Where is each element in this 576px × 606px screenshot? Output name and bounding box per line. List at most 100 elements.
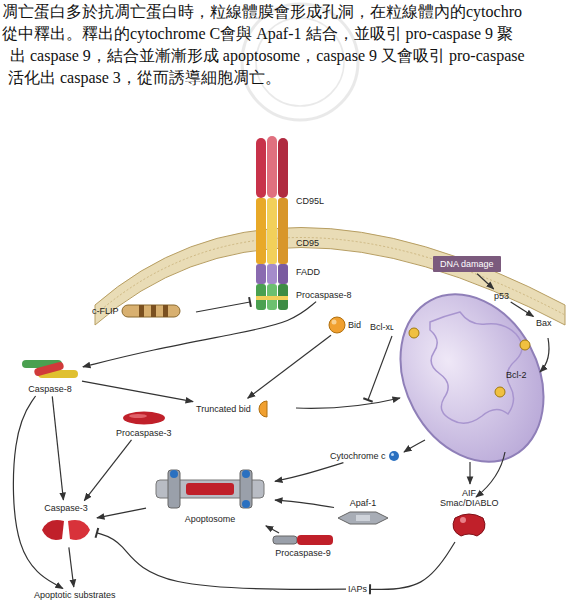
node-text: FADD [296, 267, 320, 277]
molecule-icon [121, 304, 181, 318]
cd95-receptor [256, 198, 266, 264]
inhibitor-label: IAPs [348, 584, 367, 594]
protein-label: AIF [462, 488, 476, 498]
icon-part [242, 500, 250, 508]
activation-arrow [97, 508, 146, 518]
node-text: Bax [536, 318, 552, 328]
procaspase9-icon [272, 534, 334, 546]
icon-part [151, 305, 156, 317]
node-text: CD95 [296, 238, 319, 248]
caspase-node: Procaspase-3 [116, 410, 172, 438]
icon-part [163, 305, 168, 317]
icon-part [168, 470, 180, 508]
molecule-icon [328, 316, 346, 334]
protein-label: Bax [536, 318, 552, 328]
bcl-proteins [409, 328, 530, 397]
icon-part [186, 483, 234, 495]
icon-part [240, 470, 252, 508]
icon-part [338, 512, 388, 524]
activation-arrow [84, 440, 131, 501]
node-text: Bcl-xʟ [370, 322, 394, 332]
activation-arrow [52, 396, 63, 500]
cd95-receptor [267, 136, 277, 198]
cytochrome-icon [388, 450, 400, 462]
bcl-proteins [520, 340, 530, 350]
node-text: Caspase-8 [28, 384, 72, 394]
activation-arrow [511, 302, 534, 317]
node-text: Cytochrome c [330, 451, 386, 461]
icon-part [139, 305, 144, 317]
protein-label: Smac/DIABLO [440, 498, 499, 540]
protein-label: Truncated bid [196, 400, 271, 418]
icon-part [42, 520, 64, 540]
pathway-arrows [368, 336, 392, 400]
inhibitor-label: c-FLIP [92, 304, 181, 318]
pathway-arrows [540, 338, 549, 372]
caspase3-icon [38, 515, 94, 545]
mitochondrion [372, 269, 571, 486]
activation-arrow [13, 396, 63, 589]
node-text: p53 [494, 291, 509, 301]
caspase8-icon [20, 356, 80, 382]
protein-label: Bcl-xʟ [370, 322, 394, 332]
pathway-arrows [296, 336, 549, 497]
icon-part [329, 317, 345, 333]
icon-part [129, 414, 147, 418]
pathway-arrows [404, 440, 425, 452]
node-text: Procaspase-8 [296, 290, 352, 300]
activation-arrow [248, 335, 331, 398]
icon-part [68, 520, 90, 540]
molecule-icon [388, 450, 400, 462]
output-label: Apoptotic substrates [34, 590, 116, 600]
icon-part [123, 412, 165, 425]
node-text: Bcl-2 [506, 370, 527, 380]
icon-part [332, 320, 337, 325]
node-text: CD95L [296, 196, 324, 206]
activation-arrow [266, 526, 279, 533]
cell-membrane [95, 238, 565, 316]
cd95-receptor [267, 264, 277, 284]
smac-icon [449, 510, 489, 540]
icon-part [356, 515, 370, 521]
cd95-receptor [256, 264, 266, 284]
cd95-receptor [278, 264, 288, 284]
bcl-proteins [409, 328, 419, 338]
node-text: Smac/DIABLO [440, 498, 499, 508]
node-text: Procaspase-3 [116, 428, 172, 438]
activation-arrow [275, 500, 334, 507]
molecule-icon [38, 515, 94, 545]
caspase-node: Caspase-3 [38, 503, 94, 545]
inhibition-line [196, 302, 250, 312]
molecule-icon [336, 510, 390, 526]
node-text: Bid [348, 320, 361, 330]
node-text: Apoptosome [185, 514, 236, 524]
icon-part [453, 514, 485, 536]
bcl-proteins [495, 387, 505, 397]
activation-arrow [69, 547, 74, 587]
protein-label: Cytochrome c [330, 450, 400, 462]
cd95-receptor [278, 138, 288, 198]
complex-node: Apoptosome [148, 466, 272, 524]
cd95-receptor [256, 138, 266, 198]
body-text: 出 caspase 9，結合並漸漸形成 apoptosome，caspase 9… [10, 46, 525, 67]
protein-label: p53 [494, 291, 509, 301]
bid-icon [328, 316, 346, 334]
truncated-bid-icon [253, 400, 271, 418]
protein-label: Bcl-2 [506, 370, 527, 380]
icon-part [242, 470, 250, 478]
protein-label: Bid [328, 316, 361, 334]
node-text: Procaspase-9 [275, 548, 331, 558]
activation-arrow [82, 381, 193, 401]
node-text: DNA damage [440, 259, 494, 269]
node-text: Apoptotic substrates [34, 590, 116, 600]
pathway-arrows [476, 452, 505, 497]
apoptosome-icon [148, 466, 272, 512]
inhibition-connector [370, 542, 455, 589]
molecule-icon [148, 466, 272, 512]
pathway-arrows [296, 398, 400, 408]
molecule-icon [253, 400, 271, 418]
body-text: 活化出 caspase 3，從而誘導細胞凋亡。 [8, 68, 281, 89]
node-text: Apaf-1 [350, 498, 377, 508]
